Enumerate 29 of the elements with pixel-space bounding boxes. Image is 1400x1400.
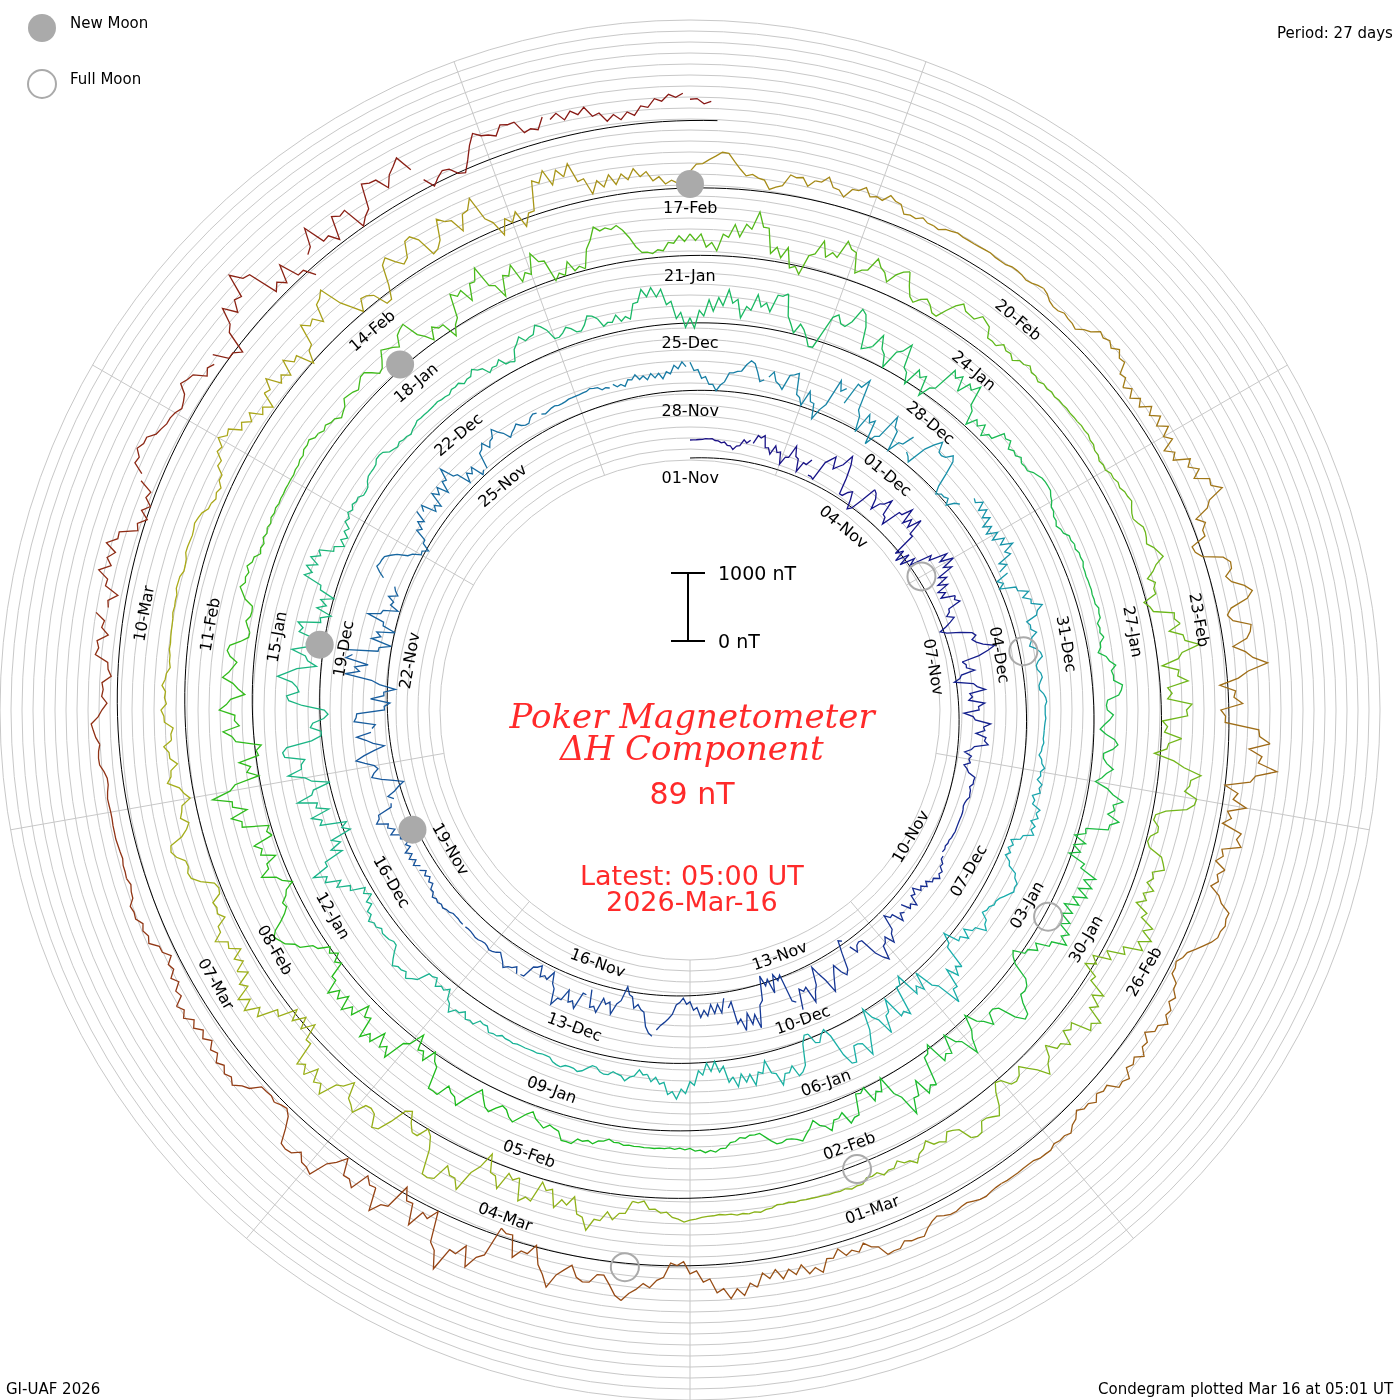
date-label: 27-Jan [1119,604,1146,659]
date-label: 23-Feb [1185,591,1213,649]
date-label: 01-Nov [661,469,719,487]
period-note: Period: 27 days [1277,24,1393,41]
date-label: 11-Feb [197,596,224,654]
date-label: 09-Jan [524,1072,579,1107]
date-label: 15-Jan [263,610,290,665]
legend-label: New Moon [70,14,149,31]
date-label: 10-Dec [772,1001,833,1038]
date-label: 04-Dec [986,625,1014,685]
credit-note: GI-UAF 2026 [6,1380,101,1397]
legend-label: Full Moon [70,70,142,87]
date-label: 06-Jan [798,1065,853,1100]
date-label: 17-Feb [663,199,718,217]
date-label: 22-Nov [396,630,424,690]
date-label: 13-Nov [749,937,810,974]
scale-label: 0 nT [718,630,760,652]
scale-label: 1000 nT [718,562,797,584]
date-label: 31-Dec [1052,613,1080,674]
date-label: 19-Dec [329,619,357,679]
date-label: 28-Nov [661,401,719,420]
date-label: 02-Feb [820,1128,878,1164]
current-value: 89 nT [649,776,735,810]
footer-note: Condegram plotted Mar 16 at 05:01 UT [1098,1380,1394,1397]
date-label: 01-Mar [842,1191,902,1228]
date-label: 25-Dec [661,334,719,352]
date-label: 21-Jan [664,266,716,285]
date-label: 10-Mar [130,584,158,643]
date-label: 07-Nov [919,637,947,697]
